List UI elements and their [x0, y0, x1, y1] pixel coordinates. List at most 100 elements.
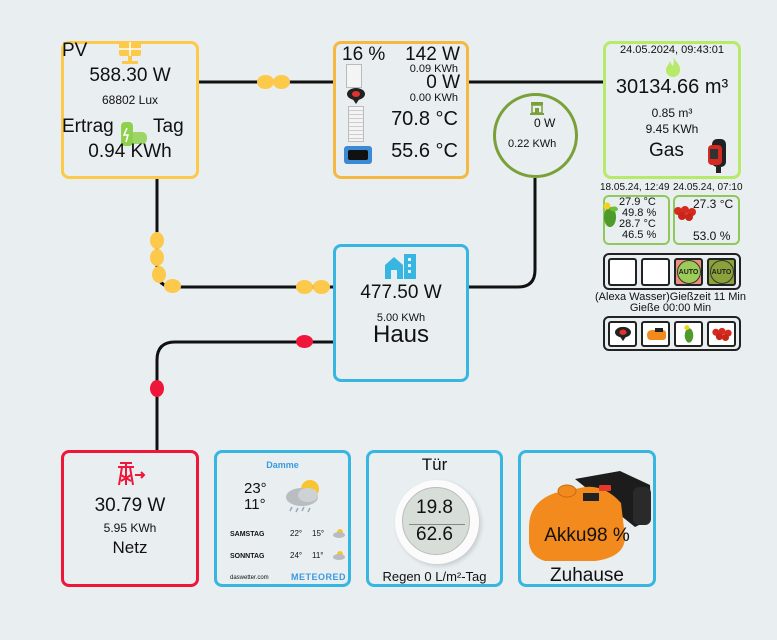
- boiler-icon: [344, 146, 372, 164]
- auto-switch-tomato[interactable]: AUTO: [707, 258, 736, 286]
- lawn-mower-icon: [529, 471, 651, 561]
- pv-card[interactable]: PV 588.30 W 68802 Lux Ertrag Tag 0.94 KW…: [61, 40, 199, 179]
- mower-status: Zuhause: [550, 565, 624, 586]
- sensor-divider: [409, 524, 465, 525]
- weather-cloud-rain-icon: [286, 480, 319, 513]
- auto-label: AUTO: [676, 260, 701, 284]
- cucumber-plant-icon: [683, 325, 693, 343]
- towel-radiator-icon: [348, 106, 364, 142]
- netz-energy: 5.95 KWh: [103, 521, 157, 535]
- partly-cloudy-icon: [333, 529, 345, 538]
- forecast-high-1: 22°: [290, 529, 303, 538]
- mower-icon: [646, 328, 666, 340]
- weather-brand[interactable]: METEORED: [290, 572, 346, 582]
- forecast-day-1: SAMSTAG: [230, 531, 265, 538]
- pv-yield-value: 0.94 KWh: [88, 141, 172, 162]
- plant-left-temp1: 27.9 °C: [619, 196, 656, 208]
- plant-right-date: 24.05.24, 07:10: [673, 182, 743, 193]
- plant-left-date: 18.05.24, 12:49: [600, 182, 670, 193]
- weather-city: Damme: [266, 460, 299, 470]
- watering-info-1: (Alexa Wasser)Gießzeit 11 Min: [595, 291, 746, 303]
- weather-card[interactable]: Damme 23° 11° SAMSTAG 22° 15° SONNTAG 24…: [214, 450, 351, 587]
- netz-power: 30.79 W: [94, 495, 166, 516]
- line-netz-haus: [155, 340, 333, 450]
- auto-label: AUTO: [709, 260, 734, 284]
- flow-dot: [150, 249, 164, 266]
- switch-tile-1[interactable]: [608, 258, 637, 286]
- plant-left-hum1: 49.8 %: [622, 207, 657, 219]
- partly-cloudy-icon: [333, 551, 345, 560]
- heating-card[interactable]: 16 % 142 W 0.09 KWh 0 W 0.00 KWh 70.8 °C…: [333, 41, 469, 179]
- plant-left-card[interactable]: 27.9 °C 49.8 % 28.7 °C 46.5 %: [603, 195, 670, 245]
- circle-power: 0 W: [534, 116, 556, 130]
- device-icons-group: [603, 316, 741, 351]
- radiator-icon: [346, 64, 362, 88]
- heating-temp1: 70.8 °C: [391, 108, 458, 130]
- flow-dot: [257, 75, 274, 89]
- circulation-pump-icon: [708, 139, 726, 173]
- netz-label: Netz: [112, 538, 148, 557]
- pv-yield-label: Ertrag: [62, 116, 114, 137]
- gas-today-kwh: 9.45 KWh: [645, 122, 699, 136]
- house-icon: [385, 254, 416, 279]
- door-sensor-card[interactable]: Tür 19.8 62.6 Regen 0 L/m²-Tag: [366, 450, 503, 587]
- tomato-tile[interactable]: [707, 321, 736, 347]
- line-circle-haus: [468, 178, 537, 289]
- door-hum: 62.6: [416, 524, 453, 545]
- pump-icon: [614, 326, 631, 342]
- plant-left-hum2: 46.5 %: [622, 229, 657, 241]
- weather-low: 11°: [244, 496, 266, 513]
- tomato-icon: [674, 206, 696, 221]
- heating-power1: 142 W: [405, 44, 460, 65]
- switch-tile-2[interactable]: [641, 258, 670, 286]
- solar-panel-icon: [119, 42, 141, 64]
- cucumber-tile[interactable]: [674, 321, 703, 347]
- gas-today-m3: 0.85 m³: [651, 106, 693, 120]
- garden-house-icon: [530, 102, 544, 115]
- weather-high: 23°: [244, 480, 267, 497]
- battery-charge-icon: [121, 122, 147, 146]
- power-grid-icon: [118, 462, 146, 485]
- netz-card[interactable]: 30.79 W 5.95 KWh Netz: [61, 450, 199, 587]
- forecast-low-2: 11°: [312, 551, 324, 560]
- plant-right-hum: 53.0 %: [693, 229, 731, 243]
- forecast-day-2: SONNTAG: [230, 553, 265, 560]
- plant-right-card[interactable]: 27.3 °C 53.0 %: [673, 195, 740, 245]
- forecast-high-2: 24°: [290, 551, 303, 560]
- flow-dot: [273, 75, 290, 89]
- sensor-device-icon: [395, 480, 479, 564]
- pv-lux: 68802 Lux: [101, 93, 159, 107]
- heating-power2: 0 W: [426, 72, 460, 93]
- gas-card[interactable]: 24.05.2024, 09:43:01 30134.66 m³ 0.85 m³…: [603, 41, 741, 179]
- mower-tile[interactable]: [641, 321, 670, 347]
- flow-dot: [313, 280, 330, 294]
- cucumber-plant-icon: [603, 202, 618, 227]
- plant-right-temp: 27.3 °C: [693, 197, 734, 211]
- weather-source[interactable]: daswetter.com: [230, 575, 269, 581]
- haus-card[interactable]: 477.50 W 5.00 KWh Haus: [333, 244, 469, 382]
- flow-dot: [150, 232, 164, 249]
- pump-tile[interactable]: [608, 321, 637, 347]
- gas-timestamp: 24.05.2024, 09:43:01: [620, 44, 724, 56]
- circle-device[interactable]: 0 W 0.22 KWh: [493, 93, 578, 178]
- gas-total: 30134.66 m³: [615, 76, 729, 98]
- flame-icon: [666, 57, 681, 77]
- auto-switch-cucumber[interactable]: AUTO: [674, 258, 703, 286]
- door-title: Tür: [421, 455, 448, 474]
- gas-label: Gas: [649, 140, 684, 161]
- flow-dot: [150, 380, 164, 397]
- haus-power: 477.50 W: [360, 282, 442, 303]
- rain-value: Regen 0 L/m²-Tag: [382, 569, 487, 584]
- haus-label: Haus: [372, 321, 430, 348]
- heating-energy2: 0.00 KWh: [409, 92, 458, 104]
- pv-title: PV: [62, 40, 88, 61]
- door-temp: 19.8: [416, 497, 453, 518]
- tomato-icon: [711, 327, 732, 341]
- heating-percent: 16 %: [342, 44, 386, 65]
- heating-temp2: 55.6 °C: [391, 140, 458, 162]
- mower-card[interactable]: Akku98 % Zuhause: [518, 450, 656, 587]
- circle-energy: 0.22 KWh: [508, 138, 557, 150]
- pv-power: 588.30 W: [89, 65, 171, 86]
- haus-energy: 5.00 KWh: [376, 312, 426, 324]
- pv-day-label: Tag: [153, 116, 184, 137]
